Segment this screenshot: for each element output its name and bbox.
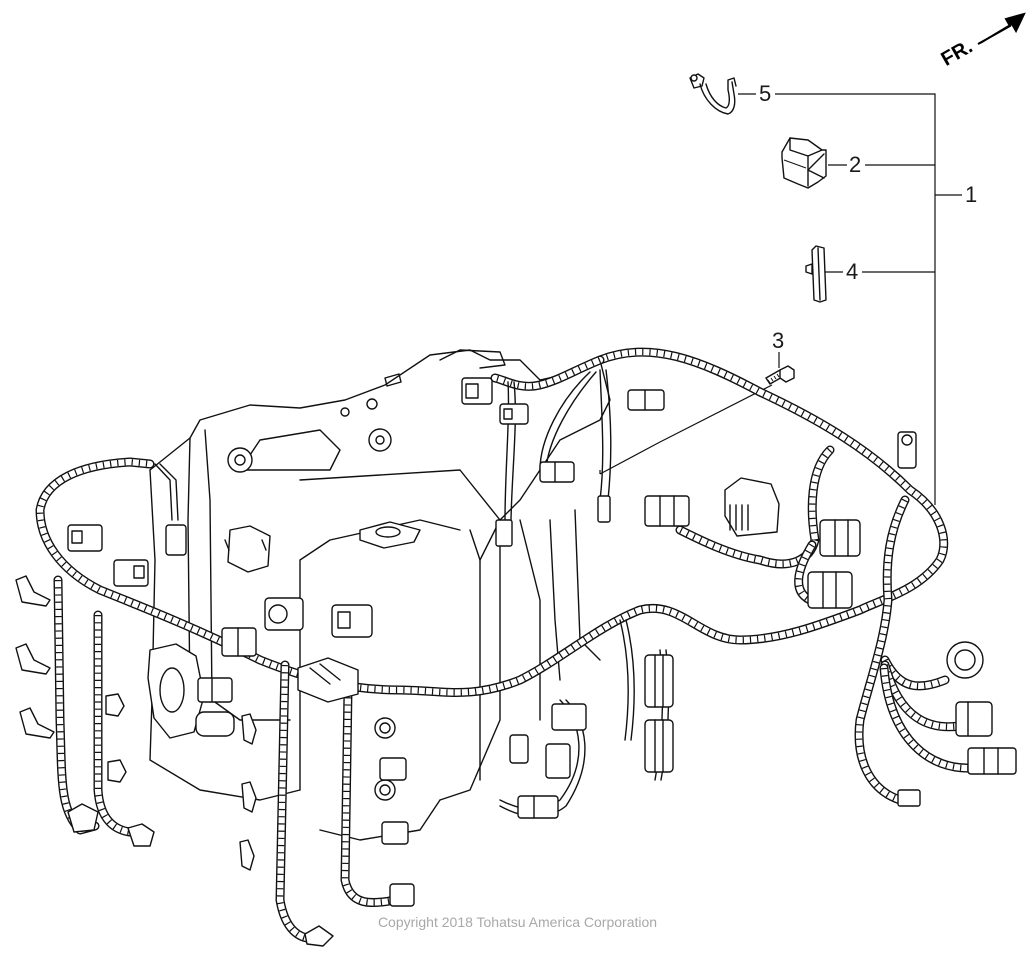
connector[interactable] — [297, 657, 359, 703]
connector[interactable] — [264, 597, 304, 631]
connector[interactable] — [241, 713, 257, 745]
callout-5[interactable]: 5 — [759, 81, 771, 106]
engine-block — [147, 349, 611, 841]
part-4-clip-band[interactable] — [805, 245, 827, 303]
connector[interactable] — [499, 403, 529, 425]
callout-3[interactable]: 3 — [772, 328, 784, 353]
connector[interactable] — [304, 925, 334, 947]
connector[interactable] — [517, 795, 559, 819]
callout-leaders — [599, 93, 962, 505]
connector[interactable] — [644, 654, 674, 708]
connector[interactable] — [807, 571, 853, 609]
connector[interactable] — [19, 707, 55, 739]
connector[interactable] — [955, 701, 993, 737]
connector[interactable] — [15, 575, 51, 607]
connector[interactable] — [461, 377, 493, 405]
copyright-notice: Copyright 2018 Tohatsu America Corporati… — [377, 914, 658, 930]
connector[interactable] — [165, 524, 187, 556]
connector[interactable] — [239, 839, 255, 871]
connector[interactable] — [113, 559, 149, 587]
connector[interactable] — [897, 431, 917, 469]
fr-label: FR. — [938, 36, 977, 71]
connector[interactable] — [67, 524, 103, 552]
part-5-clamp[interactable] — [689, 73, 737, 115]
arrow-up-right-icon — [977, 12, 1026, 45]
connector[interactable] — [539, 461, 575, 483]
callout-4[interactable]: 4 — [846, 259, 858, 284]
callout-2[interactable]: 2 — [849, 152, 861, 177]
callout-numbers: 1 2 3 4 5 — [759, 81, 977, 353]
part-2-protector-cap[interactable] — [781, 137, 827, 189]
connectors — [15, 377, 1017, 947]
connector[interactable] — [389, 883, 415, 907]
connector[interactable] — [127, 823, 155, 847]
connector[interactable] — [107, 759, 127, 783]
connector[interactable] — [509, 734, 529, 764]
connector[interactable] — [197, 677, 233, 703]
connector[interactable] — [967, 747, 1017, 775]
connector[interactable] — [241, 781, 257, 813]
callout-1[interactable]: 1 — [965, 182, 977, 207]
connector[interactable] — [946, 641, 984, 679]
connector[interactable] — [644, 719, 674, 773]
connector[interactable] — [67, 803, 99, 833]
connector[interactable] — [221, 627, 257, 657]
connector[interactable] — [195, 711, 235, 737]
connector[interactable] — [105, 693, 125, 717]
front-direction-indicator: FR. — [938, 12, 1026, 71]
connector[interactable] — [495, 519, 513, 547]
connector[interactable] — [724, 477, 780, 537]
connector[interactable] — [644, 495, 690, 527]
connector[interactable] — [379, 757, 407, 781]
connector[interactable] — [597, 495, 611, 523]
connector[interactable] — [819, 519, 861, 557]
wires — [154, 369, 670, 818]
connector[interactable] — [15, 643, 51, 675]
connector[interactable] — [331, 604, 373, 638]
connector[interactable] — [545, 743, 571, 779]
wiring-harness[interactable] — [35, 347, 977, 943]
part-3-bolt[interactable] — [765, 365, 795, 385]
connector[interactable] — [897, 789, 921, 807]
connector[interactable] — [381, 821, 409, 845]
connector[interactable] — [551, 703, 587, 731]
connector[interactable] — [627, 389, 665, 411]
